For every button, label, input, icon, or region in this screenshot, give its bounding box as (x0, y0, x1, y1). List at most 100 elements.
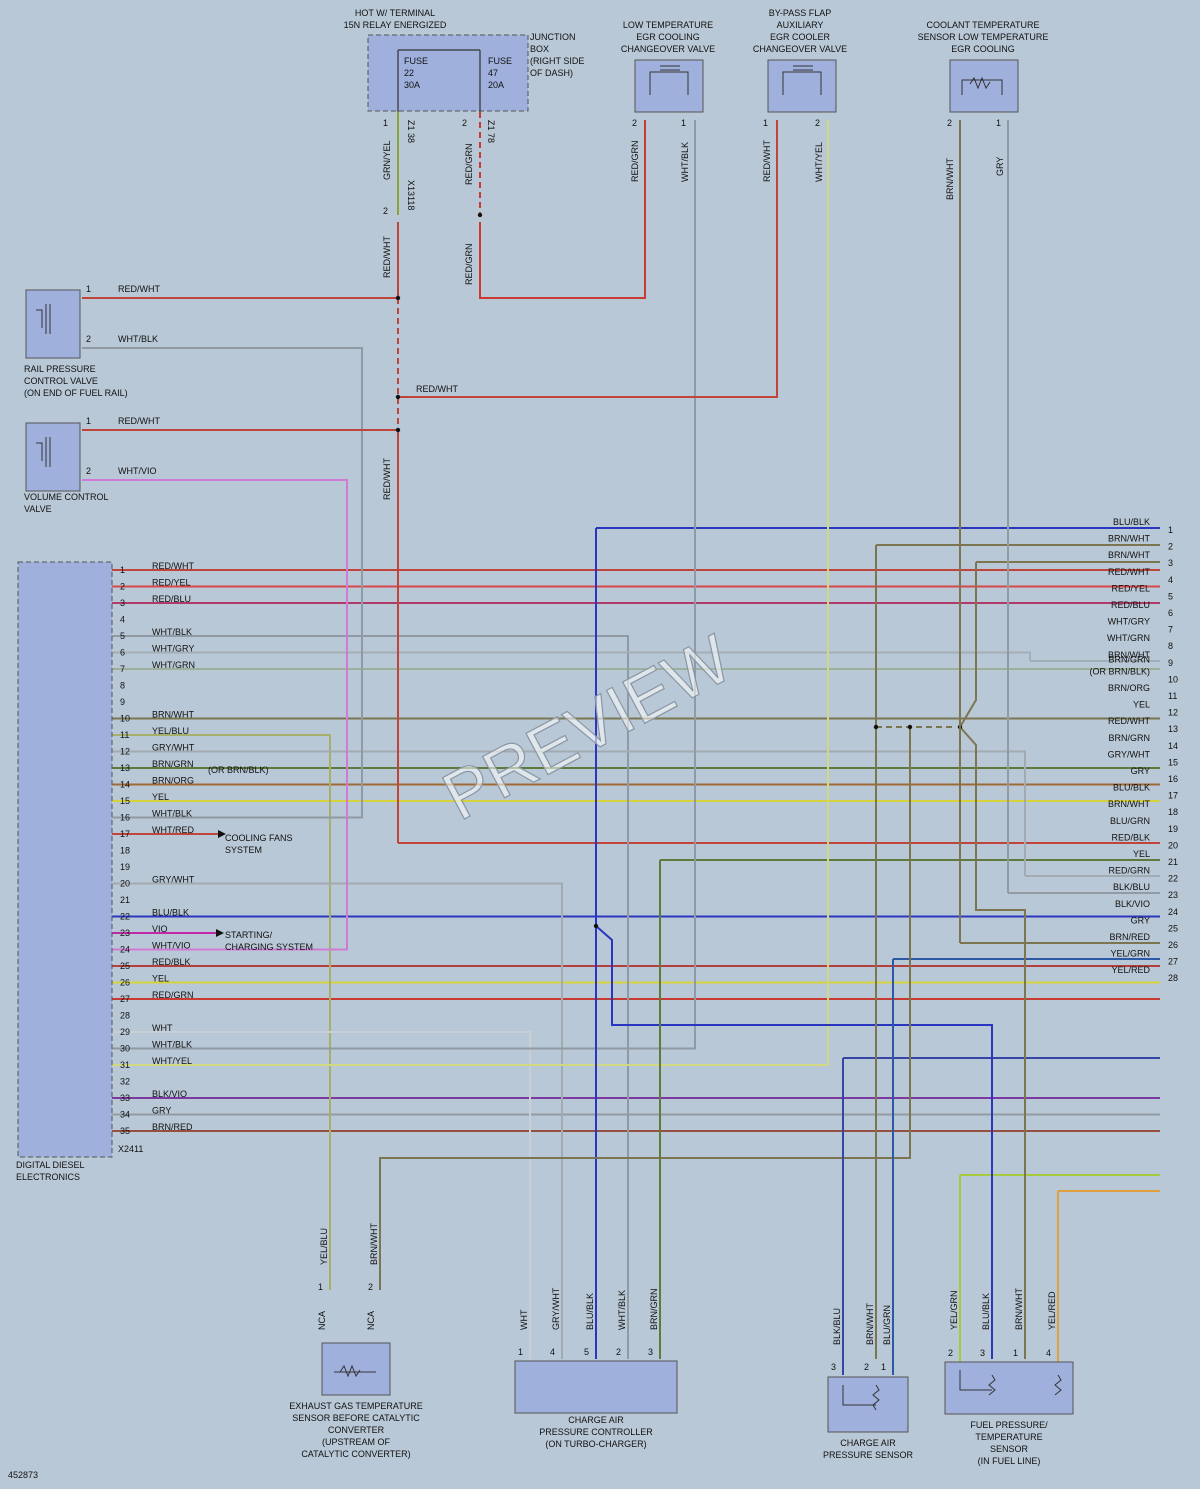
wires-layer (82, 112, 1160, 1375)
dde-pin-number: 6 (120, 648, 125, 658)
dde-pin-wire-label: BRN/RED (152, 1122, 193, 1132)
wire-pin30 (112, 120, 696, 1050)
wire-brn-wht-3 (958, 562, 1026, 1359)
rail-pressure-valve (25, 289, 81, 359)
z178-label: Z1 78 (486, 120, 496, 143)
dde-pin-number: 9 (120, 697, 125, 707)
dde-pin-wire-label: WHT/BLK (152, 809, 192, 819)
bottom-pin-label: 2 (948, 1348, 953, 1358)
right-wire-label: BRN/WHT (1108, 650, 1150, 660)
right-pin-number: 8 (1168, 641, 1173, 651)
coolant-gry-label: GRY (995, 157, 1005, 176)
dde-pin-number: 30 (120, 1044, 130, 1054)
red-wht-trunk-label: RED/WHT (382, 458, 392, 500)
wire-bypass-red (398, 120, 778, 398)
pin-label: 1 (681, 118, 686, 128)
bottom-pin-label: 3 (980, 1348, 985, 1358)
right-wire-label: RED/YEL (1111, 583, 1150, 593)
lt-wht-blk-label: WHT/BLK (680, 142, 690, 182)
bypass-wht-yel-label: WHT/YEL (814, 142, 824, 182)
right-pin-number: 17 (1168, 791, 1178, 801)
right-pin-number: 11 (1168, 691, 1177, 701)
dde-pin-number: 26 (120, 978, 130, 988)
rail-wht-blk-label: WHT/BLK (118, 334, 158, 344)
right-wire-label: GRY (1131, 915, 1150, 925)
wire-pin11 (112, 734, 331, 1290)
wire-pin20 (112, 882, 563, 1359)
right-wire-label: YEL/RED (1111, 965, 1150, 975)
right-wire-label: BLU/BLK (1113, 517, 1150, 527)
right-pin-number: 9 (1168, 658, 1173, 668)
fuse-bus (397, 49, 481, 112)
right-wire-label: RED/WHT (1108, 716, 1150, 726)
junction-box (367, 34, 529, 112)
dde-pin-number: 31 (120, 1060, 130, 1070)
nca-label: NCA (317, 1311, 327, 1330)
dde-pin-wire-label: VIO (152, 924, 168, 934)
dde-pin-number: 21 (120, 895, 130, 905)
dde-pin-number: 1 (120, 565, 125, 575)
right-pin-number: 26 (1168, 940, 1178, 950)
right-wire-label: BRN/GRN(OR BRN/BLK) (1089, 654, 1150, 676)
bottom-wire-label: BRN/GRN (649, 1288, 659, 1330)
right-pin-number: 27 (1168, 957, 1178, 967)
components-layer (17, 34, 1074, 1433)
dde-pin-wire-label: RED/YEL (152, 578, 191, 588)
bottom-wire-label: BLU/BLK (585, 1293, 595, 1330)
dde-pin-number: 27 (120, 994, 130, 1004)
right-pin-number: 18 (1168, 807, 1178, 817)
z138-label: Z1 38 (406, 120, 416, 143)
dde-pin-wire-label: RED/WHT (152, 561, 194, 571)
bottom-wire-label: WHT/BLK (617, 1290, 627, 1330)
bottom-pin-label: 2 (864, 1362, 869, 1372)
bottom-wire-label: BRN/WHT (369, 1223, 379, 1265)
bottom-pin-label: 2 (616, 1347, 621, 1357)
splice-dot (395, 394, 401, 400)
right-wire-label: BRN/GRN (1108, 733, 1150, 743)
dde-pin-number: 15 (120, 796, 130, 806)
bottom-pin-label: 1 (318, 1282, 323, 1292)
dde-pin-number: 28 (120, 1011, 130, 1021)
dde-pin-wire-label: WHT/BLK (152, 1040, 192, 1050)
right-pin-number: 5 (1168, 591, 1173, 601)
dde-pin-number: 33 (120, 1093, 130, 1103)
right-pin-number: 25 (1168, 923, 1178, 933)
dde-pin-wire-label: GRY (152, 1106, 171, 1116)
right-wire-label: WHT/GRN (1107, 633, 1150, 643)
dde-pin-number: 35 (120, 1126, 130, 1136)
bottom-pin-label: 3 (648, 1347, 653, 1357)
dde-pin-wire-label: BRN/WHT (152, 710, 194, 720)
arrow-starting (216, 929, 224, 937)
right-pin-number: 12 (1168, 708, 1178, 718)
dde-pin-number: 4 (120, 615, 125, 625)
right-wire-label: WHT/GRY (1108, 617, 1150, 627)
bottom-pin-label: 2 (368, 1282, 373, 1292)
pin-label: 1 (86, 284, 91, 294)
rail-red-wht-label: RED/WHT (118, 284, 160, 294)
bottom-pin-label: 4 (550, 1347, 555, 1357)
dde-pin-number: 8 (120, 681, 125, 691)
right-pin-number: 28 (1168, 973, 1178, 983)
x13118-label: X13118 (406, 180, 416, 210)
bypass-egr-valve (767, 59, 837, 113)
wire-pin6 (112, 651, 1031, 661)
bottom-pin-label: 5 (584, 1347, 589, 1357)
dde-pin-number: 10 (120, 714, 130, 724)
volume-control-valve (25, 422, 81, 492)
right-pin-number: 2 (1168, 542, 1173, 552)
lt-red-grn-label: RED/GRN (630, 140, 640, 182)
lt-valve-coil-icon (649, 65, 689, 95)
dde-pin-number: 16 (120, 813, 130, 823)
bottom-pin-label: 1 (881, 1362, 886, 1372)
dde-pin-number: 2 (120, 582, 125, 592)
right-wire-label: RED/WHT (1108, 567, 1150, 577)
right-wire-label: BLK/BLU (1113, 882, 1150, 892)
right-wire-label: GRY/WHT (1108, 749, 1151, 759)
coolant-resistor-icon (961, 76, 1003, 95)
